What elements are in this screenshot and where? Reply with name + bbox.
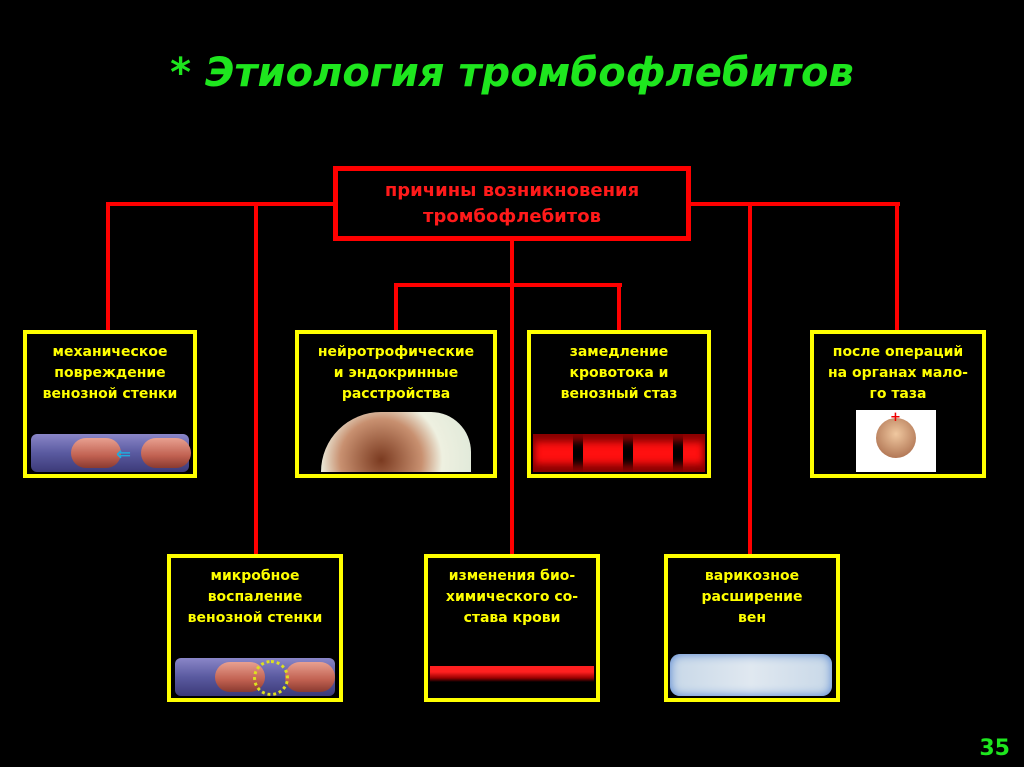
connector — [394, 283, 622, 287]
cause-pelvic-surgery: после операций на органах мало- го таза … — [810, 330, 986, 478]
page-number: 35 — [979, 736, 1010, 761]
veins-image — [670, 654, 832, 696]
blood-flow-image — [533, 434, 705, 472]
cause-label: замедление кровотока и венозный стаз — [560, 344, 678, 402]
cause-label: изменения био- химического со- става кро… — [445, 568, 579, 626]
cause-label: варикозное расширение вен — [701, 568, 803, 626]
cause-label: нейротрофические и эндокринные расстройс… — [317, 344, 475, 402]
slide-title: * Этиология тромбофлебитов — [170, 50, 854, 96]
vessel-image: ⇐ — [31, 434, 191, 472]
cause-stasis: замедление кровотока и венозный стаз — [527, 330, 711, 478]
connector — [510, 236, 514, 556]
cause-label: механическое повреждение венозной стенки — [42, 344, 178, 402]
arrow-icon: ⇐ — [116, 444, 132, 465]
connector — [394, 283, 398, 332]
vessel-image — [175, 658, 335, 696]
root-node: причины возникновения тромбофлебитов — [333, 166, 691, 241]
cause-mechanical: механическое повреждение венозной стенки… — [23, 330, 197, 478]
connector — [106, 202, 110, 332]
cause-label: после операций на органах мало- го таза — [828, 344, 968, 402]
connector — [254, 202, 258, 556]
blood-image — [430, 666, 594, 696]
cross-icon: + — [890, 410, 901, 425]
cause-blood-composition: изменения био- химического со- става кро… — [424, 554, 600, 702]
connector — [748, 202, 752, 556]
foot-image — [321, 412, 471, 472]
cause-varicose: варикозное расширение вен — [664, 554, 840, 702]
cause-neurotrophic: нейротрофические и эндокринные расстройс… — [295, 330, 497, 478]
connector — [686, 202, 900, 206]
cause-microbial: микробное воспаление венозной стенки — [167, 554, 343, 702]
connector — [108, 202, 336, 206]
doctor-image: + — [856, 410, 936, 472]
cause-label: микробное воспаление венозной стенки — [187, 568, 323, 626]
connector — [617, 283, 621, 332]
connector — [895, 202, 899, 332]
microbe-icon — [253, 660, 289, 696]
